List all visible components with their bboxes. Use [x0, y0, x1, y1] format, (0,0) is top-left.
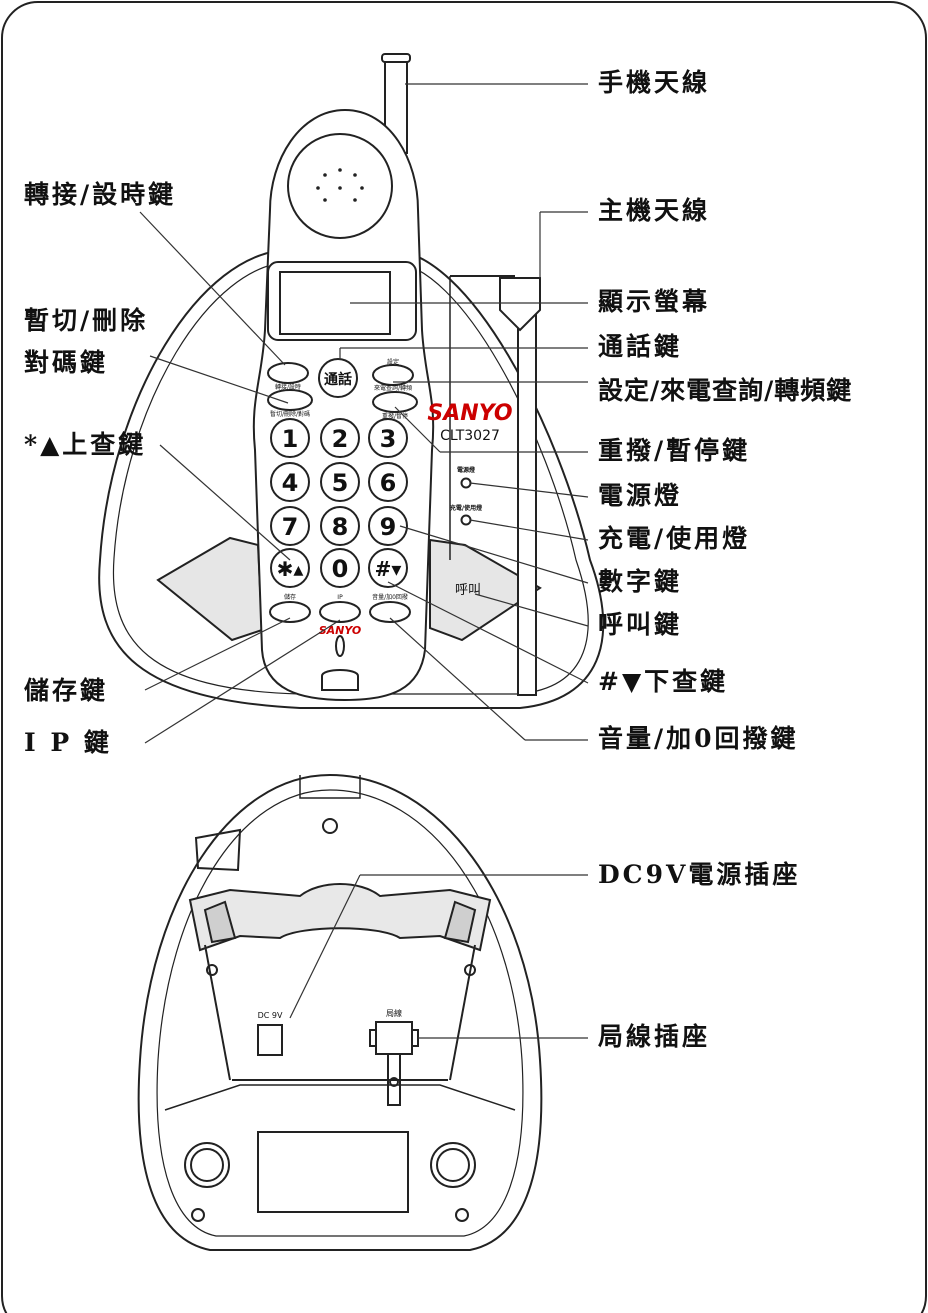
bottom-text: DC 9V 局線 [258, 1008, 402, 1020]
brand-text: SANYO [427, 401, 512, 426]
key-3[interactable] [368, 418, 408, 458]
small-charge-text: 充電/使用燈 [450, 504, 483, 512]
device-text: 1 2 3 4 5 6 7 8 9 ✱▴ 0 #▾ 通話 SANYO CLT30… [270, 358, 513, 637]
mute-key[interactable] [267, 389, 313, 411]
key-9[interactable] [368, 506, 408, 546]
leader-lines [139, 83, 589, 1039]
small-store-text: 儲存 [284, 593, 296, 601]
bottom-outer-shell [137, 773, 543, 1251]
phone-front-view [98, 53, 605, 709]
key-hash-text: #▾ [375, 557, 402, 581]
small-volume-text: 音量/加0回撥 [372, 593, 408, 601]
label-talk-key: 通話鍵 [598, 332, 683, 361]
key-star-text: ✱▴ [277, 557, 304, 581]
transfer-key[interactable] [267, 362, 309, 384]
page-text: 呼叫 [455, 583, 481, 598]
label-mute-key: 暫切/刪除 [24, 306, 149, 335]
small-power-text: 電源燈 [457, 466, 476, 474]
cradle-left [156, 536, 264, 642]
key-star[interactable] [270, 548, 310, 588]
key-5-text: 5 [332, 469, 349, 497]
setup-key[interactable] [372, 364, 414, 386]
key-4-text: 4 [282, 469, 299, 497]
key-8-text: 8 [332, 513, 349, 541]
key-1[interactable] [270, 418, 310, 458]
small-ip-text: IP [337, 594, 343, 601]
key-5[interactable] [320, 462, 360, 502]
key-0-text: 0 [332, 555, 349, 583]
key-9-text: 9 [380, 513, 397, 541]
line-jack[interactable] [375, 1021, 413, 1055]
charge-light [460, 514, 472, 526]
number-keypad [270, 418, 408, 588]
base-bottom-view [137, 773, 543, 1251]
small-transfer-text: 轉接/設時 [275, 383, 301, 391]
small-callerid-text: 來電查詢/轉頻 [374, 384, 412, 392]
ip-key[interactable] [319, 601, 361, 623]
label-transfer-key: 轉接/設時鍵 [24, 180, 177, 209]
talk-key[interactable] [318, 358, 358, 398]
dc-jack[interactable] [257, 1024, 283, 1056]
power-light [460, 477, 472, 489]
label-pairing-key: 對碼鍵 [24, 348, 109, 377]
talk-button-text: 通話 [324, 371, 352, 388]
key-3-text: 3 [380, 425, 397, 453]
label-charge-light: 充電/使用燈 [598, 524, 751, 553]
small-redial-text: 重撥/暫停 [382, 412, 408, 420]
label-line-jack: 局線插座 [598, 1022, 711, 1051]
label-handset-antenna: 手機天線 [598, 68, 711, 97]
volume-key[interactable] [369, 601, 411, 623]
small-setup-text: 設定 [387, 358, 399, 366]
label-dc-jack: DC9V電源插座 [598, 860, 801, 889]
label-number-keys: 數字鍵 [598, 567, 683, 596]
small-mute-text: 暫切/刪除/對碼 [270, 410, 310, 418]
brand-small-text: SANYO [319, 624, 362, 637]
key-1-text: 1 [282, 425, 299, 453]
handset-body [252, 108, 435, 702]
label-star-key: *▲上查鍵 [24, 430, 147, 459]
key-4[interactable] [270, 462, 310, 502]
label-page-key: 呼叫鍵 [598, 610, 683, 639]
label-display: 顯示螢幕 [598, 287, 711, 316]
dc-label-text: DC 9V [258, 1011, 283, 1020]
store-key[interactable] [269, 601, 311, 623]
key-7[interactable] [270, 506, 310, 546]
key-0[interactable] [320, 548, 360, 588]
label-base-antenna: 主機天線 [598, 196, 711, 225]
key-6[interactable] [368, 462, 408, 502]
label-redial-key: 重撥/暫停鍵 [598, 436, 751, 465]
key-7-text: 7 [282, 513, 299, 541]
key-2-text: 2 [332, 425, 349, 453]
key-8[interactable] [320, 506, 360, 546]
base-antenna-rod [517, 299, 537, 696]
key-hash[interactable] [368, 548, 408, 588]
label-store-key: 儲存鍵 [24, 676, 109, 705]
label-hash-key: #▼下查鍵 [598, 667, 729, 696]
label-volume-key: 音量/加0回撥鍵 [598, 724, 799, 753]
label-setup-key: 設定/來電查詢/轉頻鍵 [598, 376, 853, 405]
model-text: CLT3027 [440, 428, 500, 444]
redial-key[interactable] [372, 391, 418, 413]
key-6-text: 6 [380, 469, 397, 497]
battery-cover [257, 1131, 409, 1213]
label-power-light: 電源燈 [598, 481, 683, 510]
line-label-text: 局線 [386, 1008, 402, 1018]
label-ip-key: I P 鍵 [24, 728, 112, 757]
key-2[interactable] [320, 418, 360, 458]
